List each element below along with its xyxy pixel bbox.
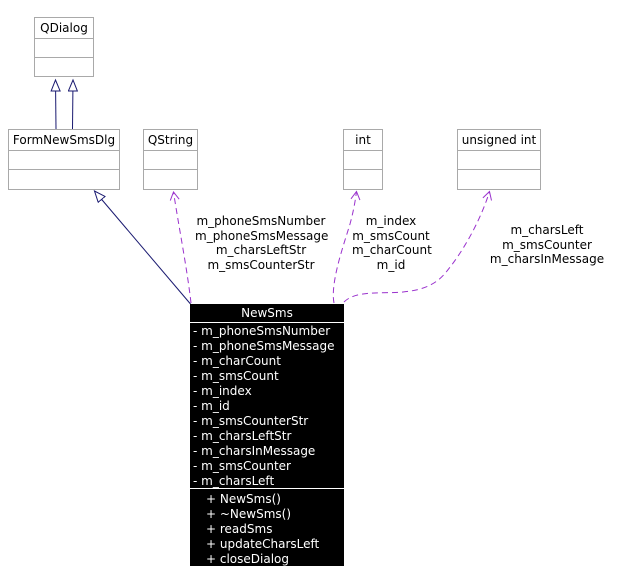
edge-label-line: m_index (365, 214, 417, 228)
method-row: + NewSms() (206, 492, 281, 506)
class-node-formnewsmsdlg[interactable]: FormNewSmsDlg (8, 129, 120, 190)
class-name-qstring: QString (144, 130, 197, 151)
usage-edge-newsms-to-int (332, 190, 361, 304)
method-row: + readSms (206, 522, 273, 536)
edge-label-line: m_smsCounterStr (207, 257, 315, 272)
method-row: + ~NewSms() (206, 507, 292, 521)
attribute-row: - m_charsLeft (193, 474, 275, 488)
method-row: + updateCharsLeft (206, 537, 320, 551)
class-node-qdialog[interactable]: QDialog (34, 17, 94, 77)
edge-label-line: m_smsCount (352, 228, 430, 243)
inheritance-edge-newsms-to-form (95, 191, 191, 305)
attribute-row: - m_phoneSmsMessage (193, 339, 335, 353)
formnewsmsdlg-attributes-compartment (9, 151, 119, 170)
class-name-formnewsmsdlg: FormNewSmsDlg (9, 130, 119, 151)
attribute-row: - m_phoneSmsNumber (193, 324, 331, 338)
inheritance-edge-form-to-qdialog-2 (73, 80, 74, 130)
class-name-qdialog: QDialog (35, 18, 93, 39)
edge-label-line: m_phoneSmsMessage (195, 228, 329, 243)
class-node-qstring[interactable]: QString (143, 129, 198, 190)
edge-label-line: m_charCount (352, 243, 432, 257)
qstring-attributes-compartment (144, 151, 197, 170)
formnewsmsdlg-methods-compartment (9, 170, 119, 188)
attribute-row: - m_smsCount (193, 369, 279, 383)
newsms-methods-compartment: + NewSms()+ ~NewSms()+ readSms+ updateCh… (190, 489, 344, 567)
class-node-int: int (343, 129, 383, 190)
edge-label-line: m_charsLeftStr (215, 243, 307, 257)
usage-edge-newsms-to-qstring (169, 190, 192, 304)
method-row: + closeDialog (206, 552, 289, 566)
attribute-row: - m_id (193, 399, 230, 413)
usage-edge-newsms-to-unsigned-int (343, 190, 492, 303)
attribute-row: - m_charCount (193, 354, 281, 368)
class-node-unsigned-int: unsigned int (457, 129, 541, 190)
unsigned-int-methods-compartment (458, 170, 540, 188)
int-attributes-compartment (344, 151, 382, 170)
qstring-methods-compartment (144, 170, 197, 188)
newsms-attributes-compartment: - m_phoneSmsNumber- m_phoneSmsMessage- m… (190, 323, 344, 489)
edge-label-line: m_charsInMessage (489, 252, 605, 266)
attribute-row: - m_smsCounter (193, 459, 291, 473)
class-node-newsms: NewSms - m_phoneSmsNumber- m_phoneSmsMes… (190, 304, 344, 566)
attribute-row: - m_smsCounterStr (193, 414, 309, 428)
edge-label-line: m_charsLeft (510, 223, 584, 237)
edge-label-line: m_phoneSmsNumber (196, 214, 326, 228)
edge-label-line: m_id (376, 257, 406, 272)
qdialog-methods-compartment (35, 58, 93, 76)
int-methods-compartment (344, 170, 382, 188)
attribute-row: - m_charsLeftStr (193, 429, 292, 443)
attribute-row: - m_index (193, 384, 252, 398)
unsigned-int-attributes-compartment (458, 151, 540, 170)
class-name-newsms: NewSms (190, 304, 344, 323)
inheritance-edge-form-to-qdialog-1 (56, 80, 57, 130)
class-name-unsigned-int: unsigned int (458, 130, 540, 151)
edge-label-line: m_smsCounter (502, 237, 592, 252)
qdialog-attributes-compartment (35, 39, 93, 58)
class-name-int: int (344, 130, 382, 151)
attribute-row: - m_charsInMessage (193, 444, 316, 458)
